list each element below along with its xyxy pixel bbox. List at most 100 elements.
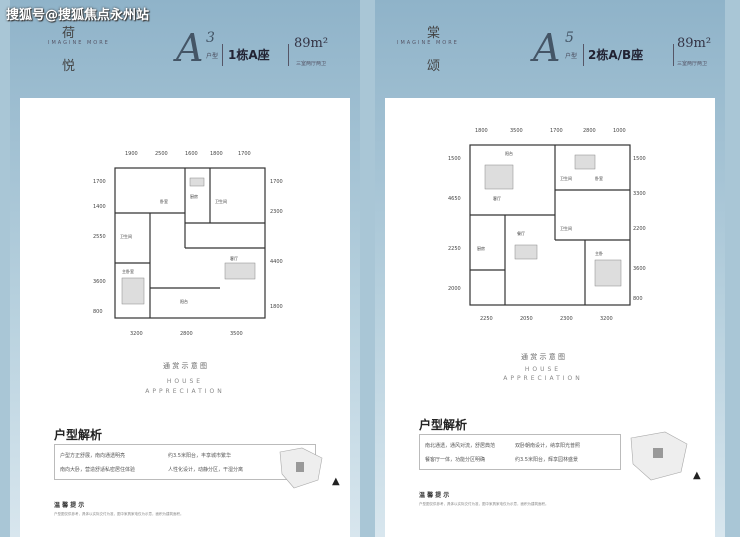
title-char: 棠 [427,26,443,41]
top-dim: 2800 [583,128,596,134]
left-dim: 800 [93,309,103,315]
top-dim: 1700 [550,128,563,134]
analysis-title: 户型解析 [419,418,468,432]
feature-item: 南北通透，通风对流，舒居典范 [425,443,496,449]
room-label: 卫生间 [560,225,572,231]
plan-paper: 1900 2500 1600 1800 1700 3200 2800 3500 … [20,98,350,537]
plan-caption-en: HOUSE [166,378,204,385]
feature-item: 人性化设计，动静分区，干湿分离 [168,467,244,473]
room-label: 厨房 [190,193,198,199]
plan-caption: 通 赏 示 意 图 [163,362,207,370]
title-char: 颂 [427,59,443,74]
left-dim: 2550 [93,234,106,240]
top-dim: 1000 [613,128,626,134]
plan-caption-en: APPRECIATION [145,388,225,395]
bottom-dim: 2050 [520,316,533,322]
top-dim: 1700 [238,151,251,157]
separator [288,44,289,66]
site-plan-icon [279,447,323,489]
top-dim: 1800 [475,128,488,134]
area-label: 89m² [677,36,712,51]
right-dim: 800 [633,296,643,302]
area-label: 89m² [294,36,329,51]
right-dim: 2300 [270,209,283,215]
right-dim: 4400 [270,259,283,265]
title-char: 悦 [62,59,78,74]
type-letter: A [533,26,561,70]
bottom-dim: 2300 [560,316,573,322]
room-label: 餐厅 [517,230,525,236]
feature-item: 双卧朝南设计，纳享阳光普照 [515,443,581,449]
left-dim: 1700 [93,179,106,185]
feature-item: 餐客厅一体，功能分区明确 [425,457,486,463]
features-box [419,434,621,470]
plan-caption-en: HOUSE [524,366,562,373]
right-dim: 3600 [633,266,646,272]
top-dim: 1800 [210,151,223,157]
plan-caption: 通 赏 示 意 图 [521,353,565,361]
top-dim: 2500 [155,151,168,157]
feature-item: 南向大卧，营造舒适私密居住体验 [60,467,136,473]
left-dim: 1400 [93,204,106,210]
separator [673,44,674,66]
area-subtitle: 三室两厅两卫 [677,61,708,67]
type-suffix: 户型 [206,53,219,60]
right-dim: 1500 [633,156,646,162]
watermark: 搜狐号@搜狐焦点永州站 [6,8,150,23]
floor-plan-drawing: 1800 3500 1700 2800 1000 2250 2050 2300 … [448,128,646,322]
vertical-title: 荷 悦 [62,22,77,74]
room-label: 阳台 [505,150,513,156]
plan-paper: 1800 3500 1700 2800 1000 2250 2050 2300 … [385,98,715,537]
plan-caption-en: APPRECIATION [503,375,583,382]
building-label: 1栋A座 [228,48,270,62]
tip-title: 温 馨 提 示 [419,492,450,499]
left-dim: 2250 [448,246,461,252]
right-dim: 1700 [270,179,283,185]
bottom-dim: 3200 [600,316,613,322]
room-label: 客厅 [230,255,238,261]
top-dim: 3500 [510,128,523,134]
type-suffix: 户型 [565,53,578,60]
top-dim: 1600 [185,151,198,157]
bottom-dim: 2800 [180,331,193,337]
room-label: 主卧 [595,250,603,256]
room-label: 厨房 [477,245,485,251]
title-char: 荷 [62,26,78,41]
tip-title: 温 馨 提 示 [54,502,85,509]
room-label: 阳台 [180,298,188,304]
tip-text: 户型图仅供参考，具体以实际交付为准，图中家具家电仅为示意，面积为建筑面积。 [54,512,184,516]
type-letter: A [176,26,204,70]
right-dim: 1800 [270,304,283,310]
separator [583,44,584,66]
type-number: 3 [206,30,215,46]
bottom-dim: 2250 [480,316,493,322]
floorplan-card-right: 棠 颂 IMAGINE MORE A 5 户型 2栋A/B座 89m² 三室两厅… [375,0,725,537]
room-label: 卧室 [595,175,603,181]
imagine-more-text: IMAGINE MORE [397,40,459,46]
area-subtitle: 三室两厅两卫 [296,61,327,67]
left-dim: 1500 [448,156,461,162]
north-arrow-icon: ▲ [332,476,340,487]
room-label: 卫生间 [560,175,572,181]
left-dim: 2000 [448,286,461,292]
north-arrow-icon: ▲ [693,470,701,481]
right-dim: 3300 [633,191,646,197]
bottom-dim: 3500 [230,331,243,337]
top-dim: 1900 [125,151,138,157]
type-number: 5 [565,30,574,46]
vertical-title: 棠 颂 [427,22,442,74]
floor-plan-drawing: 1900 2500 1600 1800 1700 3200 2800 3500 … [93,151,283,337]
feature-item: 约3.5米阳台，辉享园林盛景 [515,457,578,463]
room-label: 主卧室 [122,268,134,274]
building-label: 2栋A/B座 [588,48,644,62]
separator [222,44,223,66]
feature-item: 户型方正舒展，南向通透明亮 [60,453,126,459]
tip-text: 户型图仅供参考，具体以实际交付为准，图中家具家电仅为示意，面积为建筑面积。 [419,502,549,506]
room-label: 客厅 [493,195,501,201]
analysis-title: 户型解析 [54,428,103,442]
room-label: 卧室 [160,198,168,204]
room-label: 卫生间 [120,233,132,239]
left-dim: 4650 [448,196,461,202]
right-dim: 2200 [633,226,646,232]
imagine-more-text: IMAGINE MORE [48,40,110,46]
